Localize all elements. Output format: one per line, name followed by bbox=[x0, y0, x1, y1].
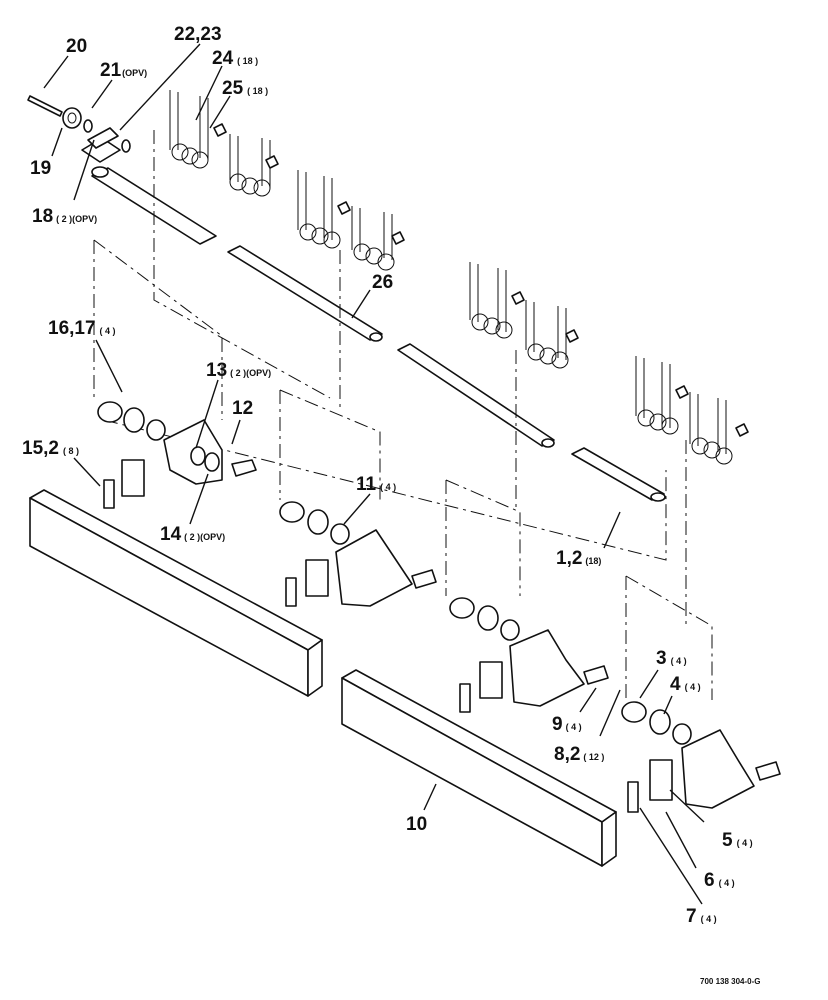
callout-8-2: 8,2( 12 ) bbox=[554, 744, 604, 765]
callout-20: 20 bbox=[66, 36, 87, 57]
bracket-assembly-2 bbox=[279, 501, 437, 607]
callout-4: 4( 4 ) bbox=[670, 674, 701, 695]
callout-3: 3( 4 ) bbox=[656, 648, 687, 669]
shaft-segment-2 bbox=[227, 245, 383, 342]
callout-16-17: 16,17( 4 ) bbox=[48, 318, 116, 339]
callout-7: 7( 4 ) bbox=[686, 906, 717, 927]
callout-22-23: 22,23 bbox=[174, 24, 222, 45]
callout-9: 9( 4 ) bbox=[552, 714, 582, 735]
callout-10: 10 bbox=[406, 814, 427, 835]
callout-15-2: 15,2( 8 ) bbox=[22, 438, 79, 459]
washer-21 bbox=[83, 119, 93, 133]
callout-5: 5( 4 ) bbox=[722, 830, 753, 851]
callout-12: 12 bbox=[232, 398, 253, 419]
channel-beam-left bbox=[29, 489, 323, 697]
spring-arm bbox=[87, 127, 119, 149]
bracket-assembly-1 bbox=[97, 401, 257, 509]
tine-springs-group-2 bbox=[297, 170, 405, 271]
callout-25: 25( 18 ) bbox=[222, 78, 268, 99]
callout-18: 18( 2 )(OPV) bbox=[32, 206, 97, 227]
shaft-assembly bbox=[81, 137, 666, 502]
callout-labels: 20 21(OPV) 22,23 24( 18 ) 25( 18 ) 19 18… bbox=[22, 24, 753, 927]
bracket-assembly-3 bbox=[449, 597, 609, 713]
leader-lines bbox=[43, 43, 705, 905]
callout-26: 26 bbox=[372, 272, 393, 293]
tine-springs-group-3 bbox=[469, 262, 579, 369]
callout-1-2: 1,2(18) bbox=[556, 548, 601, 569]
drawing-code: 700 138 304-0-G bbox=[700, 977, 761, 986]
shaft-segment-3 bbox=[397, 343, 555, 448]
bearing-19 bbox=[62, 107, 82, 129]
callout-24: 24( 18 ) bbox=[212, 48, 258, 69]
channel-beam-right bbox=[341, 669, 617, 867]
nut-22 bbox=[121, 139, 131, 153]
shaft-end-hardware bbox=[27, 95, 131, 153]
tine-springs-group-4 bbox=[635, 356, 749, 465]
assembly-guide-lines bbox=[93, 130, 713, 700]
bracket-assembly-4 bbox=[621, 701, 781, 813]
tine-springs-group-1 bbox=[169, 90, 279, 197]
bolt-20 bbox=[27, 95, 63, 117]
callout-21: 21(OPV) bbox=[100, 60, 147, 81]
callout-19: 19 bbox=[30, 158, 51, 179]
callout-14: 14( 2 )(OPV) bbox=[160, 524, 225, 545]
callout-11: 11( 4 ) bbox=[356, 474, 396, 495]
callout-13: 13( 2 )(OPV) bbox=[206, 360, 271, 381]
callout-6: 6( 4 ) bbox=[704, 870, 735, 891]
shaft-segment-4 bbox=[571, 447, 666, 502]
